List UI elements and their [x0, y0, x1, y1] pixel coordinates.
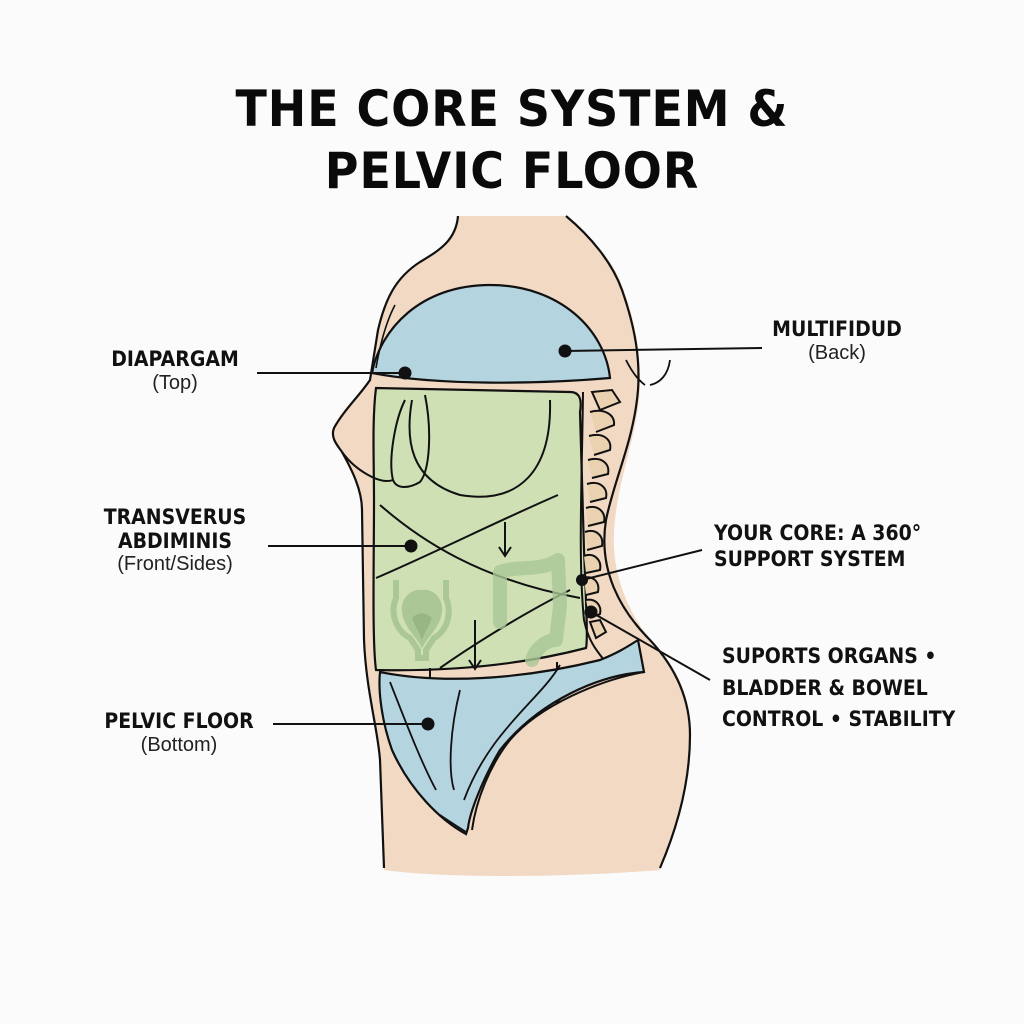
- torso-outline-back: [565, 215, 692, 869]
- label-transversus: TRANSVERUS ABDIMINIS (Front/Sides): [85, 505, 265, 576]
- label-multifidus-sub: (Back): [808, 341, 866, 364]
- label-multifidus-name: MULTIFIDUD: [772, 317, 902, 341]
- callout-benefits-line-2: BLADDER & BOWEL: [722, 675, 928, 700]
- label-diaphragm-name: DIAPARGAM: [111, 347, 239, 371]
- label-pelvic-floor-name: PELVIC FLOOR: [104, 709, 254, 733]
- torso-outline-front: [331, 215, 460, 869]
- label-transversus-name-2: ABDIMINIS: [117, 528, 233, 553]
- callout-benefits-line-1: SUPORTS ORGANS •: [722, 644, 937, 668]
- back-muscle-arc: [625, 359, 671, 386]
- diaphragm-dome: [370, 283, 612, 384]
- label-pelvic-floor-sub: (Bottom): [140, 733, 218, 756]
- thigh-crease: [471, 671, 645, 831]
- callout-benefits: SUPORTS ORGANS • BLADDER & BOWEL CONTROL…: [722, 641, 955, 736]
- label-diaphragm: DIAPARGAM (Top): [95, 347, 255, 394]
- transversus-line-b: [375, 494, 559, 579]
- leader-lines: [257, 344, 763, 731]
- callout-core-line-1: YOUR CORE: A 360°: [714, 521, 922, 545]
- spine: [583, 388, 622, 640]
- label-transversus-name-1: TRANSVERUS: [103, 505, 247, 529]
- label-diaphragm-sub: (Top): [152, 371, 198, 394]
- chest-fold: [375, 304, 396, 369]
- title-line-2: PELVIC FLOOR: [324, 142, 700, 200]
- ribcage-arc: [408, 399, 552, 498]
- transversus-line-a: [379, 504, 581, 599]
- label-pelvic-floor: PELVIC FLOOR (Bottom): [86, 709, 272, 756]
- label-transversus-sub: (Front/Sides): [117, 553, 233, 576]
- callout-core: YOUR CORE: A 360° SUPPORT SYSTEM: [714, 520, 921, 573]
- label-multifidus: MULTIFIDUD (Back): [762, 317, 912, 364]
- callout-benefits-line-3: CONTROL • STABILITY: [722, 707, 956, 731]
- intestine-icon: [493, 553, 567, 667]
- pelvic-floor-lines: [389, 664, 561, 833]
- callout-core-line-2: SUPPORT SYSTEM: [714, 547, 906, 572]
- breast-outline: [341, 394, 431, 488]
- title-line-1: THE CORE SYSTEM &: [235, 80, 789, 138]
- bladder-icon: [390, 580, 452, 661]
